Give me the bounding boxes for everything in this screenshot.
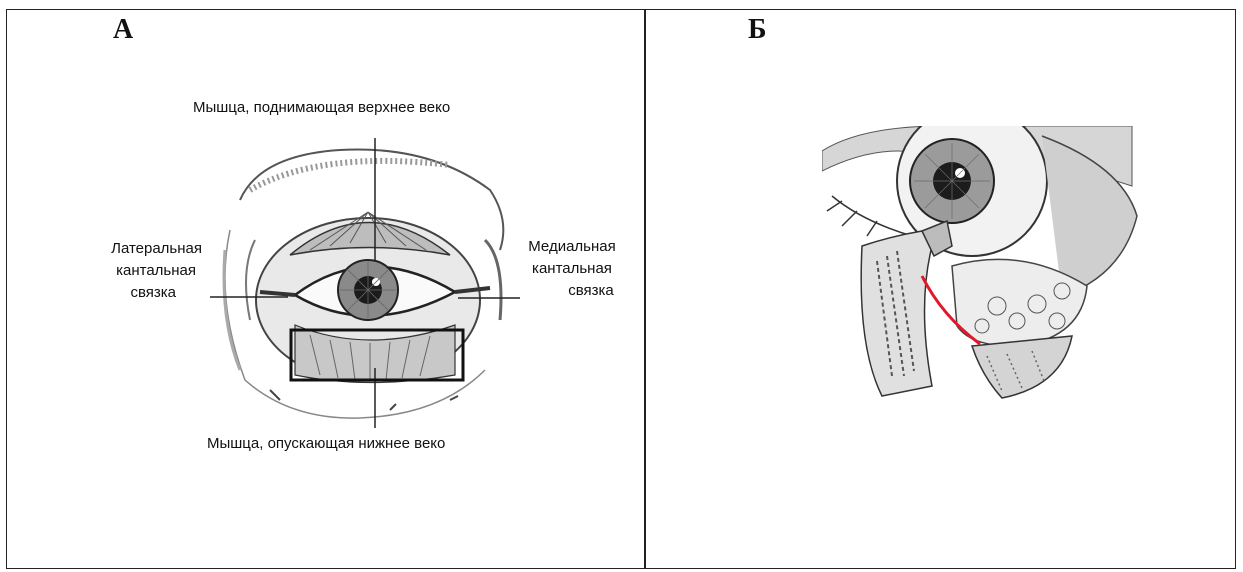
- label-depressor-muscle: Мышца, опускающая нижнее веко: [207, 433, 445, 455]
- label-lateral-canthal-ligament: Латеральная кантальная связка: [80, 238, 202, 304]
- label-levator-muscle: Мышца, поднимающая верхнее веко: [193, 97, 450, 119]
- eye-front-illustration: [200, 120, 530, 430]
- label-lateral-line1: Латеральная: [80, 238, 202, 260]
- panel-divider: [644, 9, 646, 569]
- panel-a-letter: А: [113, 14, 133, 46]
- label-lateral-line3: связка: [80, 282, 202, 304]
- panel-b-letter: Б: [748, 14, 767, 46]
- eye-sagittal-illustration: [822, 126, 1142, 401]
- label-lateral-line2: кантальная: [80, 260, 202, 282]
